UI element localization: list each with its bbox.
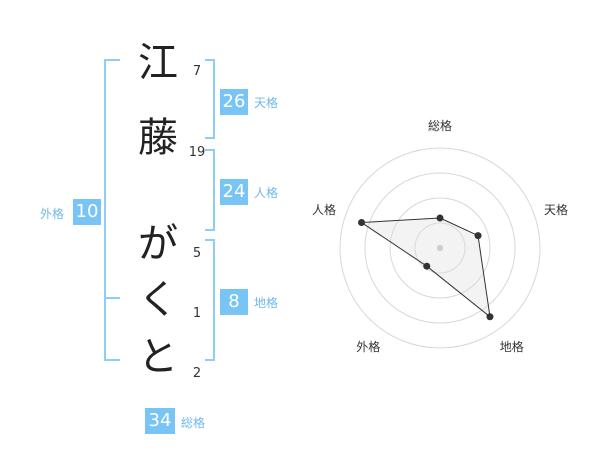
gaikaku-value-badge: 10 [73,199,101,225]
radar-ring-4 [339,147,541,349]
gaikaku-label: 外格 [40,207,65,221]
radar-area [359,217,491,318]
name-char-5: と [138,334,178,380]
stroke-count-5: 2 [192,366,202,381]
gaikaku-bracket [104,59,120,361]
radar-point-1 [436,214,444,222]
name-char-4: く [138,277,178,323]
soukaku-label: 総格 [181,416,206,430]
radar-axis-label-1: 総格 [427,119,452,133]
radar-axis-label-5: 人格 [311,203,336,218]
jinkaku-bracket [205,149,215,231]
name-char-1: 江 [138,40,178,86]
chikaku-label: 地格 [254,296,279,310]
radar-points [358,214,494,321]
radar-axis-label-3: 地格 [499,339,524,354]
jinkaku-value-badge: 24 [220,179,248,205]
stroke-count-3: 5 [192,246,202,261]
radar-point-4 [423,262,431,270]
radar-axis-label-2: 天格 [544,203,569,218]
chikaku-value-badge: 8 [220,289,248,315]
radar-ring-3 [364,172,516,324]
name-char-2: 藤 [138,115,178,161]
chikaku-bracket [205,239,215,361]
radar-point-2 [474,232,482,240]
radar-ring-2 [389,197,491,299]
radar-rings [339,147,541,349]
name-char-3: が [138,221,178,267]
stroke-count-4: 1 [192,306,202,321]
stroke-count-2: 19 [188,145,206,160]
radar-center-dot [437,245,443,251]
tenkaku-value-badge: 26 [220,89,248,115]
radar-axis-label-4: 外格 [356,339,381,354]
radar-point-5 [358,219,366,227]
tenkaku-bracket [205,59,215,139]
tenkaku-label: 天格 [254,96,279,110]
jinkaku-label: 人格 [254,186,279,200]
radar-ring-1 [414,222,466,274]
radar-point-3 [486,313,494,321]
soukaku-value-badge: 34 [145,408,175,434]
stroke-count-1: 7 [192,64,202,79]
